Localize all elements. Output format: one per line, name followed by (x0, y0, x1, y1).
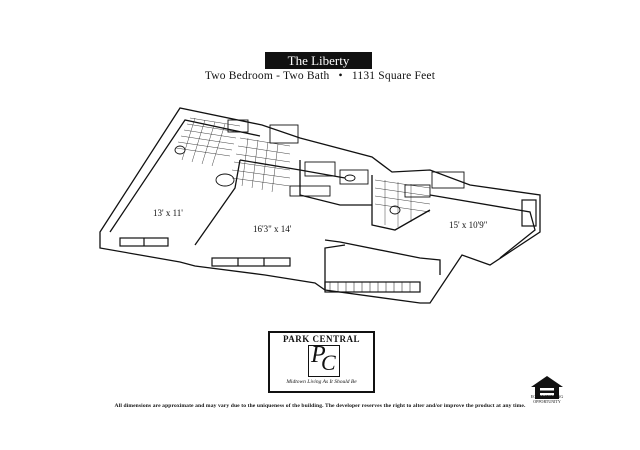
right-bath-wall (371, 175, 431, 231)
logo-name: PARK CENTRAL (282, 334, 361, 344)
plan-subtitle: Two Bedroom - Two Bath • 1131 Square Fee… (0, 70, 640, 82)
left-bedroom-wall (109, 119, 261, 233)
equal-housing-icon (531, 376, 563, 399)
balcony-wall (324, 239, 441, 275)
monogram-c: C (321, 350, 336, 375)
logo-tagline: Midtown Living As It Should Be (286, 379, 357, 385)
bed-bath-text: Two Bedroom - Two Bath (204, 70, 330, 82)
left-vanity (227, 119, 249, 133)
living-back-wall (239, 159, 346, 179)
square-feet-text: 1131 Square Feet (351, 70, 436, 82)
kitchen-sink (344, 174, 356, 182)
disclaimer-text: All dimensions are approximate and may v… (114, 403, 526, 409)
kitchen-counter (299, 160, 372, 206)
logo-monogram: P C (308, 342, 340, 377)
right-toilet (389, 205, 401, 215)
entry-closet (269, 124, 299, 144)
left-bedroom-dimension: 13' x 11' (153, 208, 183, 218)
separator-dot: • (338, 70, 343, 82)
left-bedroom-divider (194, 159, 241, 246)
right-bath-tiles (374, 179, 431, 227)
kitchen-cabinet-a (304, 161, 336, 177)
living-room-dimension: 16'3" x 14' (253, 224, 292, 234)
plan-title: The Liberty (265, 52, 372, 69)
balcony-front (324, 244, 346, 290)
outer-wall (99, 107, 541, 304)
right-vanity (404, 184, 431, 198)
balcony-railing (324, 281, 421, 293)
hall-tiles (231, 137, 291, 193)
island-counter (289, 185, 331, 197)
window-right-bedroom (521, 199, 537, 227)
left-bath-tiles (175, 117, 241, 167)
right-bedroom-dimension: 15' x 10'9" (449, 220, 488, 230)
right-closet (431, 171, 465, 189)
left-toilet (174, 145, 186, 155)
monogram-p: P (311, 342, 326, 368)
equal-housing-text: EQUAL HOUSING OPPORTUNITY (530, 394, 564, 404)
park-central-logo: PARK CENTRAL P C Midtown Living As It Sh… (268, 331, 375, 393)
right-bedroom-wall (429, 194, 536, 259)
left-tub (215, 173, 235, 187)
kitchen-cabinet-b (339, 169, 369, 185)
window-living-room (211, 257, 291, 267)
